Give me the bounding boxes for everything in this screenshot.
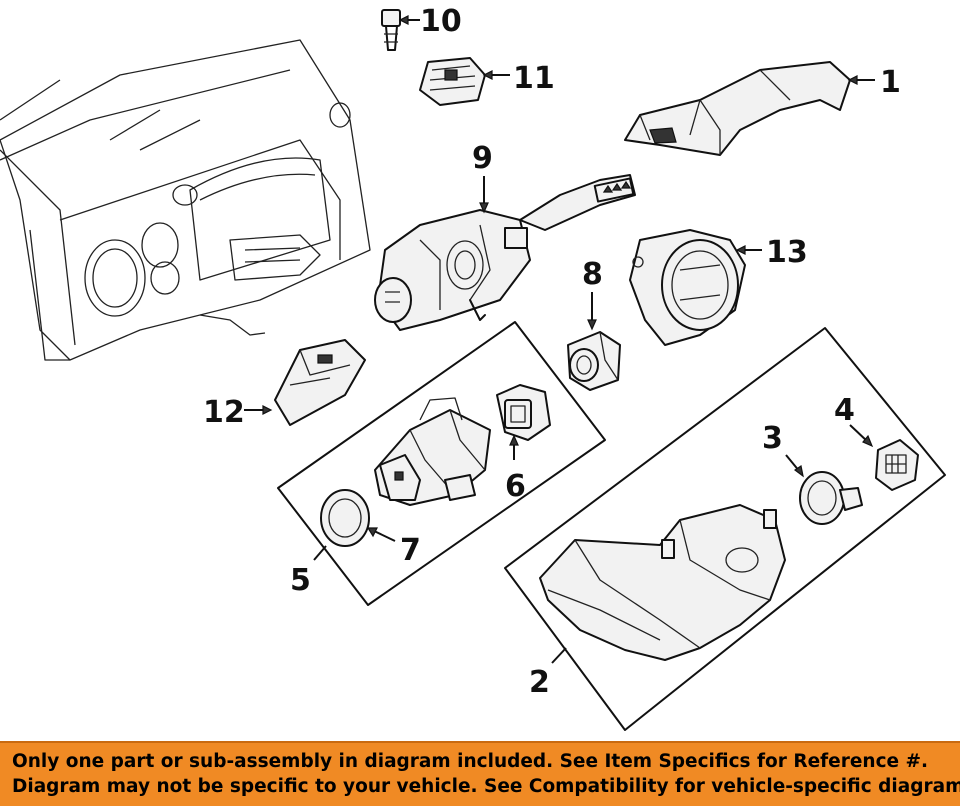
callout-2: 2: [529, 665, 550, 700]
callout-13: 13: [766, 235, 808, 270]
callout-1: 1: [880, 65, 901, 100]
callout-12: 12: [203, 395, 245, 430]
dashboard-illustration: [0, 39, 371, 361]
callout-3: 3: [762, 421, 783, 456]
disclaimer-line-1: Only one part or sub-assembly in diagram…: [12, 751, 929, 772]
disclaimer-banner: Only one part or sub-assembly in diagram…: [0, 741, 960, 806]
parts-diagram: 1 2 3 4 5 6 7 8 9 10 11 12 13: [0, 4, 946, 731]
callout-11: 11: [513, 61, 555, 96]
callout-5: 5: [290, 563, 311, 598]
callout-4: 4: [834, 393, 855, 428]
assembly-box-5: [277, 321, 606, 606]
part-8-lock-housing: [567, 292, 621, 391]
part-11-switch: [419, 57, 510, 106]
callout-7: 7: [400, 533, 421, 568]
part-9-combination-switch: [374, 174, 636, 331]
part-1-upper-shroud: [624, 61, 875, 156]
callout-6: 6: [505, 469, 526, 504]
part-13-clock-spring: [629, 229, 762, 346]
part-10-clip: [381, 9, 420, 51]
disclaimer-line-2: Diagram may not be specific to your vehi…: [12, 776, 960, 797]
callout-10: 10: [420, 4, 462, 39]
callout-8: 8: [582, 257, 603, 292]
callout-9: 9: [472, 141, 493, 176]
assembly-box-2: [504, 327, 946, 731]
part-12-bracket: [244, 339, 366, 426]
